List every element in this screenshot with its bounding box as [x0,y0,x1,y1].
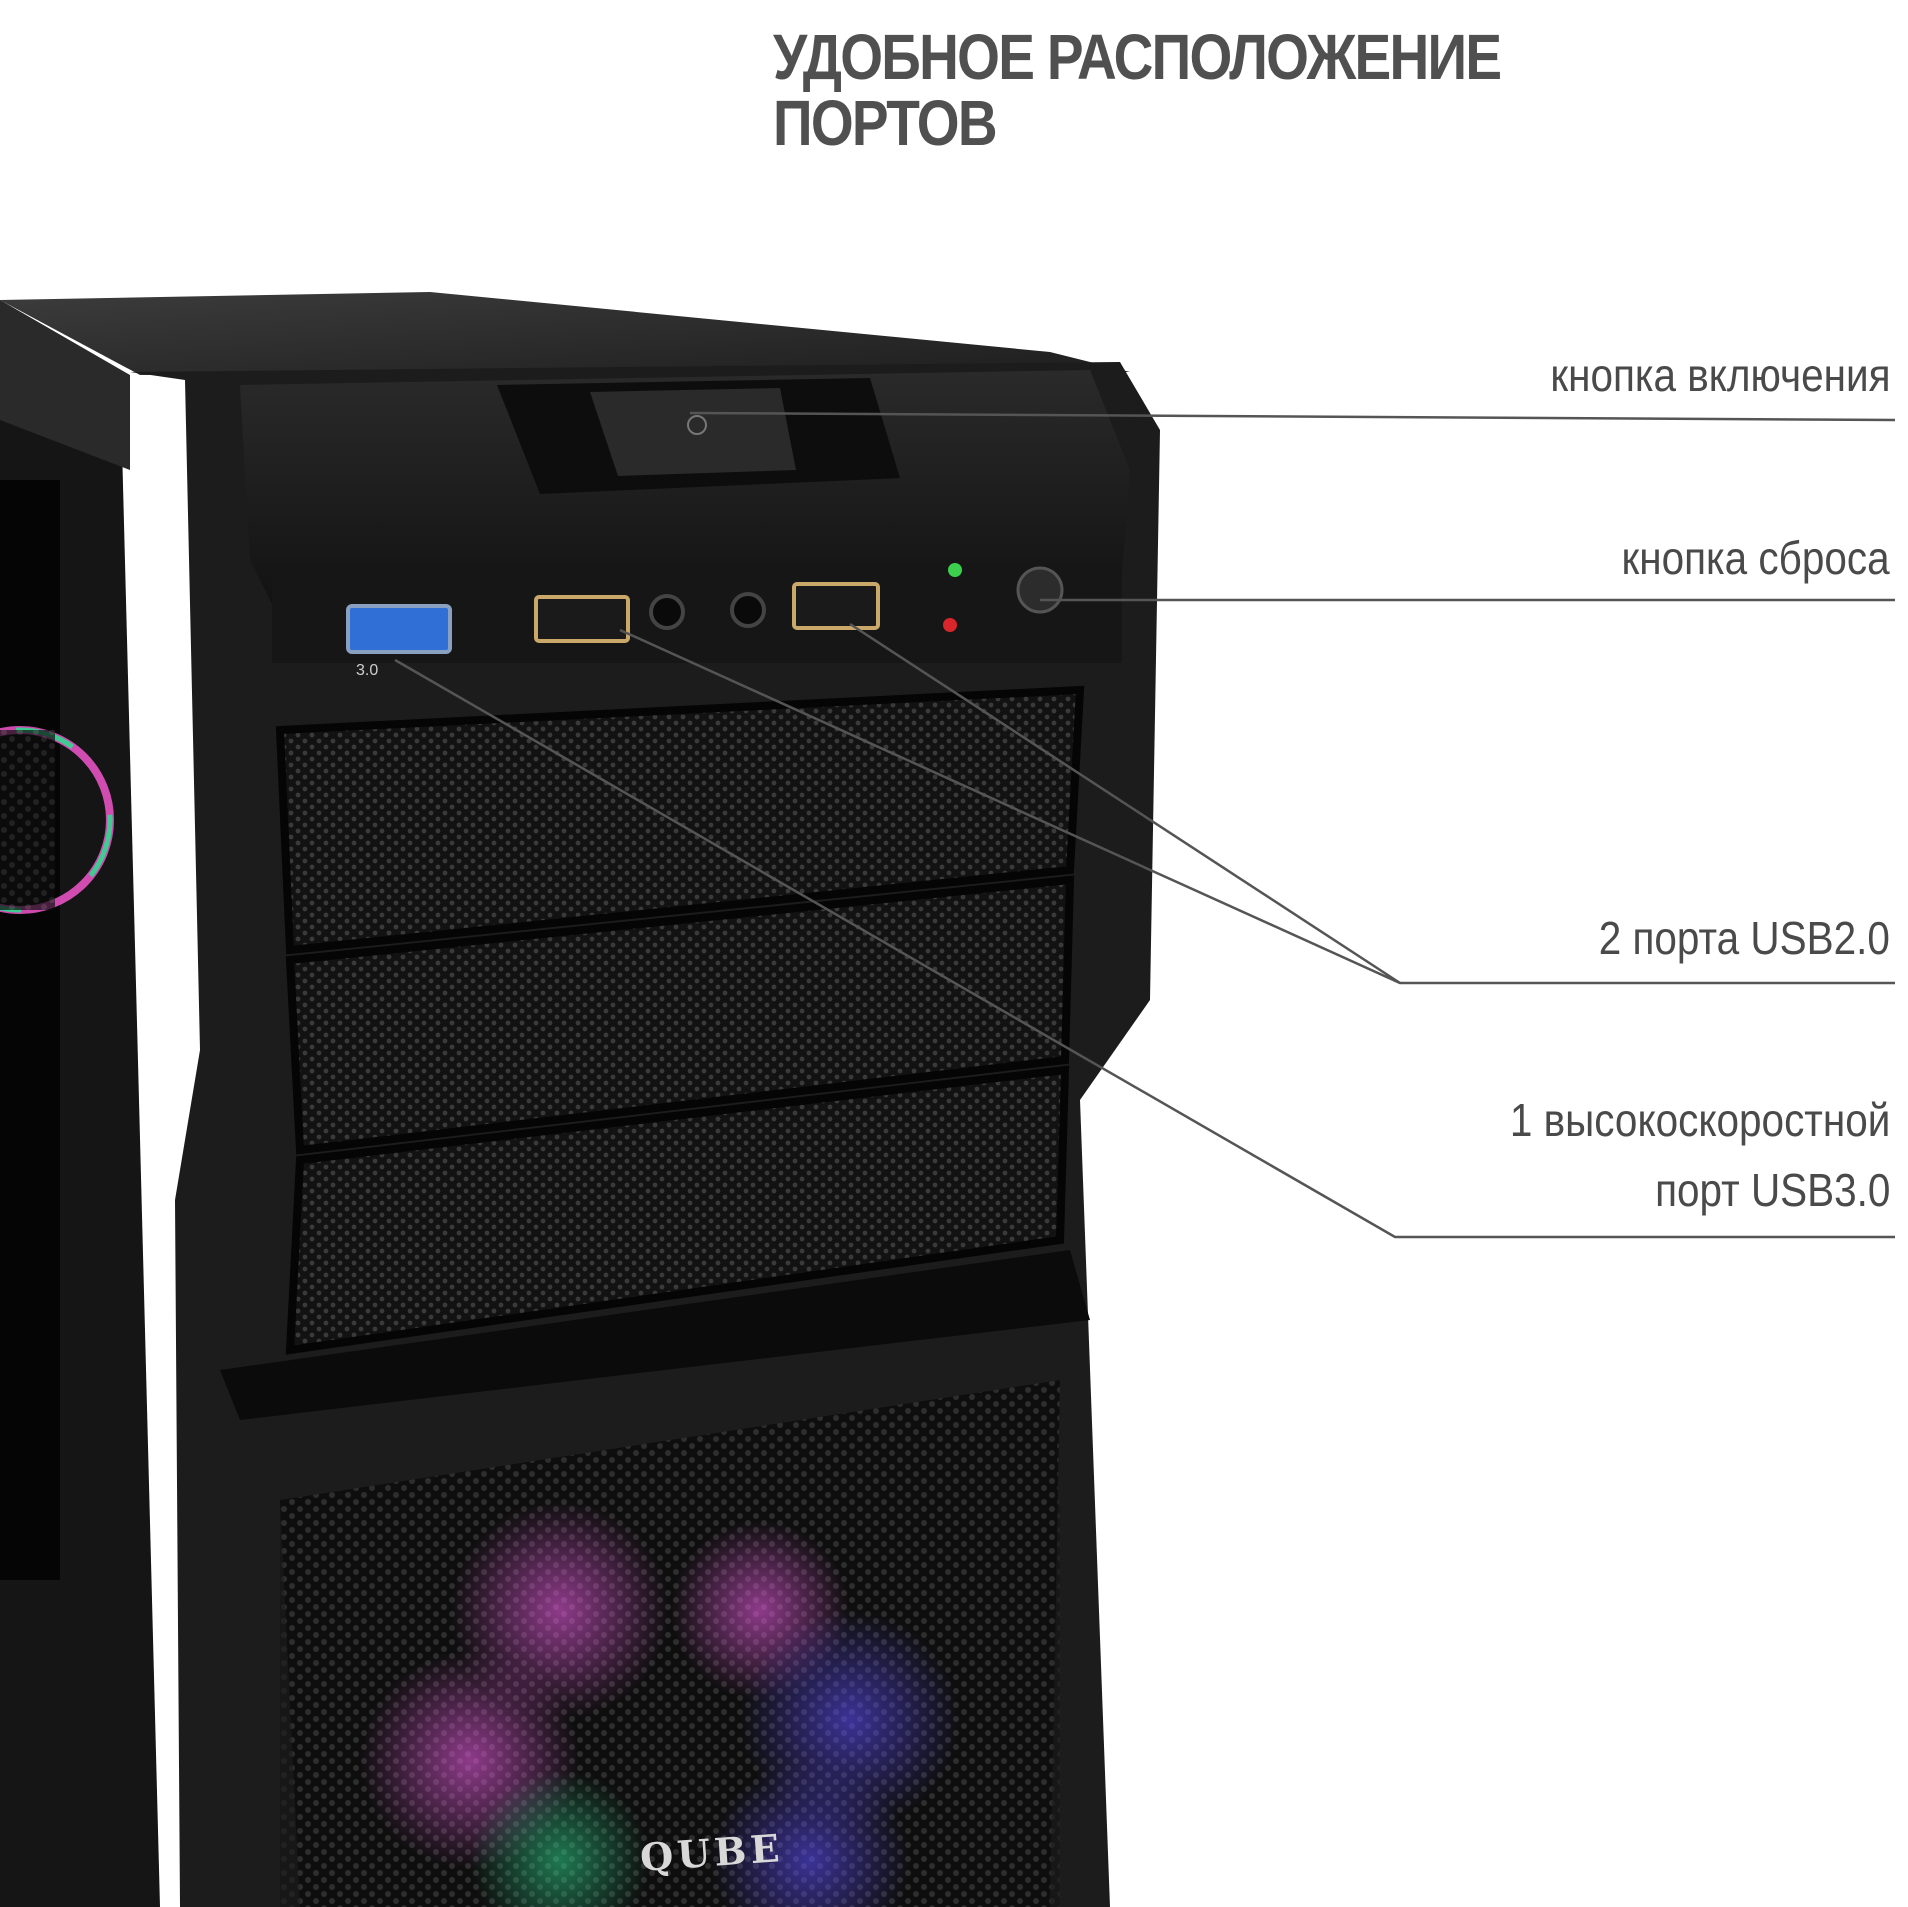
usb2-port-right [792,582,880,630]
case-side-panel [0,300,160,1907]
power-led [948,563,962,577]
title-line-1: УДОБНОЕ РАСПОЛОЖЕНИЕ [773,21,1502,93]
callout-usb3-line-2: порт USB3.0 [1654,1164,1890,1216]
callout-usb2-ports: 2 порта USB2.0 [1598,912,1890,964]
headphone-jack [730,592,766,628]
usb3-port [346,604,452,654]
case-top [0,292,1130,375]
page-title: УДОБНОЕ РАСПОЛОЖЕНИЕ ПОРТОВ [773,21,1502,159]
title-line-2: ПОРТОВ [773,87,998,159]
drive-bays [220,685,1090,1420]
callout-reset-button: кнопка сброса [1621,532,1890,584]
callout-power-button: кнопка включения [1549,349,1890,401]
leader-line-power [689,411,1896,422]
mic-jack [649,594,685,630]
reset-button[interactable] [1016,566,1064,614]
usb2-port-left [534,595,630,643]
leader-line-usb3 [394,658,1895,1239]
usb3-label: 3.0 [356,662,379,679]
power-icon [687,415,707,435]
hdd-led [943,618,957,632]
callout-usb3-line-1: 1 высокоскоростной [1509,1094,1890,1146]
front-fan-grille [280,1380,1060,1907]
callout-leader-lines [394,411,1896,1239]
